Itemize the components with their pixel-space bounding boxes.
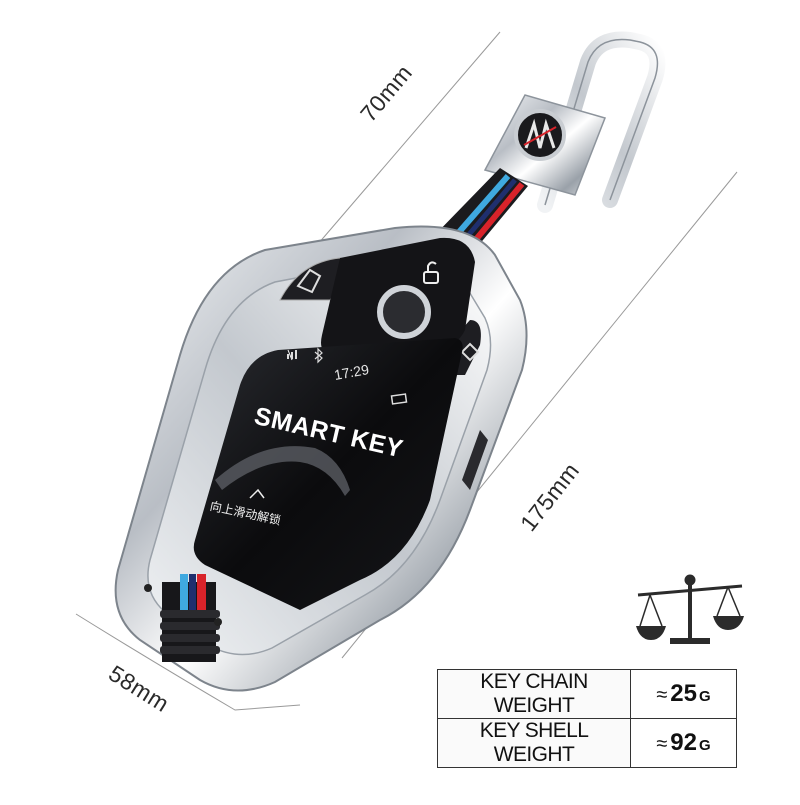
display-screen (193, 338, 463, 610)
chevron-up-icon (249, 488, 265, 499)
center-button (377, 285, 431, 339)
key-shell-weight-label: KEY SHELL WEIGHT (437, 718, 631, 768)
weight-unit: G (699, 737, 711, 754)
car-silhouette (215, 446, 350, 496)
balance-scale-icon (636, 574, 744, 644)
weight-unit: G (699, 688, 711, 705)
approx-sign: ≈ (656, 733, 668, 755)
unlock-icon (423, 261, 439, 284)
top-panel (321, 237, 475, 355)
dimension-line-width (75, 613, 301, 711)
strap-bottom (144, 574, 222, 662)
dimension-line-chain (317, 31, 501, 245)
trunk-icon (296, 268, 322, 294)
signal-icon (287, 350, 297, 359)
weight-number: 92 (670, 729, 697, 756)
key-chain-weight-label: KEY CHAIN WEIGHT (437, 669, 631, 719)
weight-number: 25 (670, 680, 697, 707)
bluetooth-icon (314, 347, 323, 364)
battery-icon (390, 393, 408, 405)
keychain-clip (483, 31, 666, 213)
approx-sign: ≈ (656, 684, 668, 706)
diamond-icon (460, 342, 480, 362)
